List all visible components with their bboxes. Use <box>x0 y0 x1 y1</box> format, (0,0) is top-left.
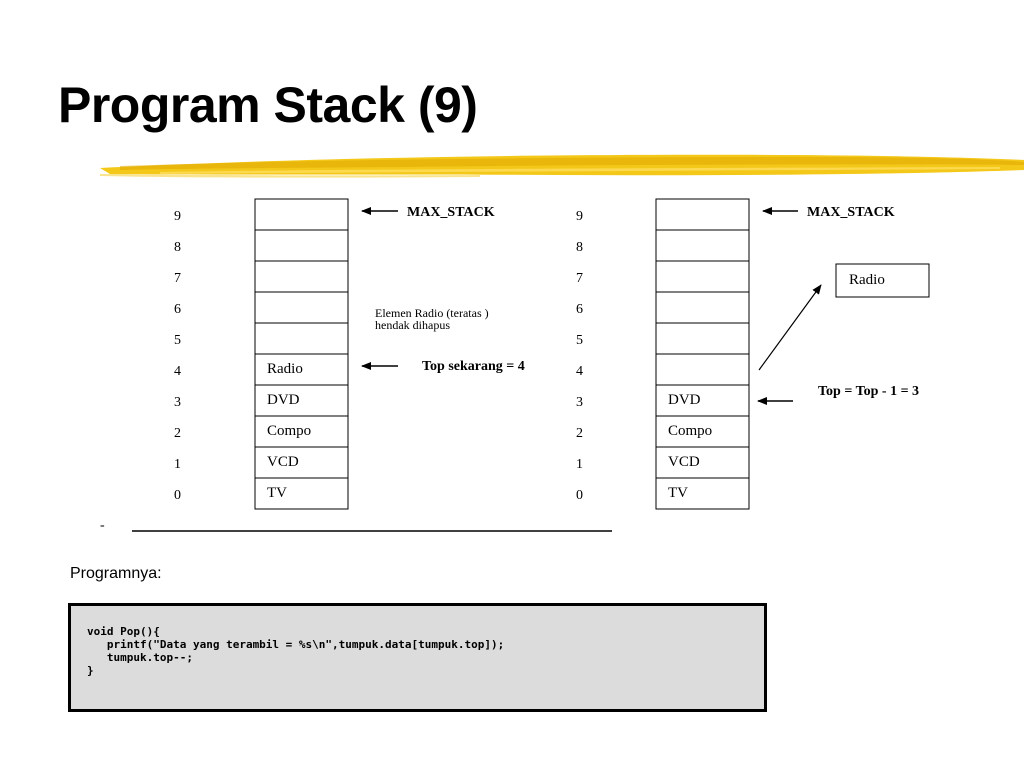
left-stack-cell-3: DVD <box>267 392 300 408</box>
right-stack-slot-3 <box>655 384 750 417</box>
code-line: printf("Data yang terambil = %s\n",tumpu… <box>87 638 505 651</box>
right-max-label: MAX_STACK <box>807 205 895 220</box>
left-stack-index-6: 6 <box>174 302 181 317</box>
left-stack-cell-2: Compo <box>267 423 311 439</box>
right-stack-index-6: 6 <box>576 302 583 317</box>
section-label: Programnya: <box>70 565 162 582</box>
left-stack-index-0: 0 <box>174 488 181 503</box>
right-stack-index-9: 9 <box>576 209 583 224</box>
right-stack-cell-1: VCD <box>668 454 700 470</box>
right-stack-index-7: 7 <box>576 271 583 286</box>
left-stack-cell-4: Radio <box>267 361 303 377</box>
right-top-label: Top = Top - 1 = 3 <box>818 384 919 399</box>
left-stack-slot-0 <box>254 477 349 510</box>
left-stack-index-3: 3 <box>174 395 181 410</box>
right-stack-index-1: 1 <box>576 457 583 472</box>
left-top-label: Top sekarang = 4 <box>422 359 525 374</box>
right-stack-cell-3: DVD <box>668 392 701 408</box>
left-stack-slot-8 <box>254 229 349 262</box>
code-block: void Pop(){ printf("Data yang terambil =… <box>68 603 767 712</box>
left-stack-slot-4 <box>254 353 349 386</box>
right-stack-slot-2 <box>655 415 750 448</box>
left-note-line2: hendak dihapus <box>375 318 450 332</box>
left-stack-slot-1 <box>254 446 349 479</box>
right-stack-index-5: 5 <box>576 333 583 348</box>
right-stack-cell-2: Compo <box>668 423 712 439</box>
right-stack-index-8: 8 <box>576 240 583 255</box>
code-line: } <box>87 664 94 677</box>
baseline-mark: - <box>100 518 105 533</box>
left-stack-index-2: 2 <box>174 426 181 441</box>
code-line: void Pop(){ <box>87 625 160 638</box>
left-stack-slot-6 <box>254 291 349 324</box>
right-stack: 0 TV 1 VCD 2 Compo 3 DVD 4 5 6 7 8 9 <box>576 198 750 510</box>
left-stack-cell-1: VCD <box>267 454 299 470</box>
left-stack-slot-9 <box>254 198 349 231</box>
right-stack-index-4: 4 <box>576 364 583 379</box>
left-stack-cell-0: TV <box>267 485 287 501</box>
left-stack-slot-5 <box>254 322 349 355</box>
left-note-line1: Elemen Radio (teratas ) <box>375 306 489 320</box>
left-stack-index-8: 8 <box>174 240 181 255</box>
right-stack-index-2: 2 <box>576 426 583 441</box>
left-stack-slot-7 <box>254 260 349 293</box>
right-stack-slot-9 <box>655 198 750 231</box>
pop-arrow <box>758 284 822 371</box>
right-stack-index-3: 3 <box>576 395 583 410</box>
popped-element-box <box>835 263 930 298</box>
left-stack-index-5: 5 <box>174 333 181 348</box>
right-stack-slot-5 <box>655 322 750 355</box>
left-stack-index-1: 1 <box>174 457 181 472</box>
right-stack-slot-0 <box>655 477 750 510</box>
popped-element-label: Radio <box>849 272 885 288</box>
right-stack-cell-0: TV <box>668 485 688 501</box>
right-stack-slot-1 <box>655 446 750 479</box>
right-stack-slot-7 <box>655 260 750 293</box>
title-underline-brush <box>100 154 1024 178</box>
left-stack-slot-3 <box>254 384 349 417</box>
right-stack-slot-8 <box>655 229 750 262</box>
right-stack-slot-4 <box>655 353 750 386</box>
left-stack: 0 TV 1 VCD 2 Compo 3 DVD 4 Radio 5 6 7 8 9 <box>174 198 349 510</box>
code-line: tumpuk.top--; <box>87 651 193 664</box>
left-stack-index-4: 4 <box>174 364 181 379</box>
left-max-label: MAX_STACK <box>407 205 495 220</box>
right-stack-index-0: 0 <box>576 488 583 503</box>
left-stack-index-7: 7 <box>174 271 181 286</box>
slide-title: Program Stack (9) <box>58 77 478 133</box>
right-stack-slot-6 <box>655 291 750 324</box>
left-stack-index-9: 9 <box>174 209 181 224</box>
